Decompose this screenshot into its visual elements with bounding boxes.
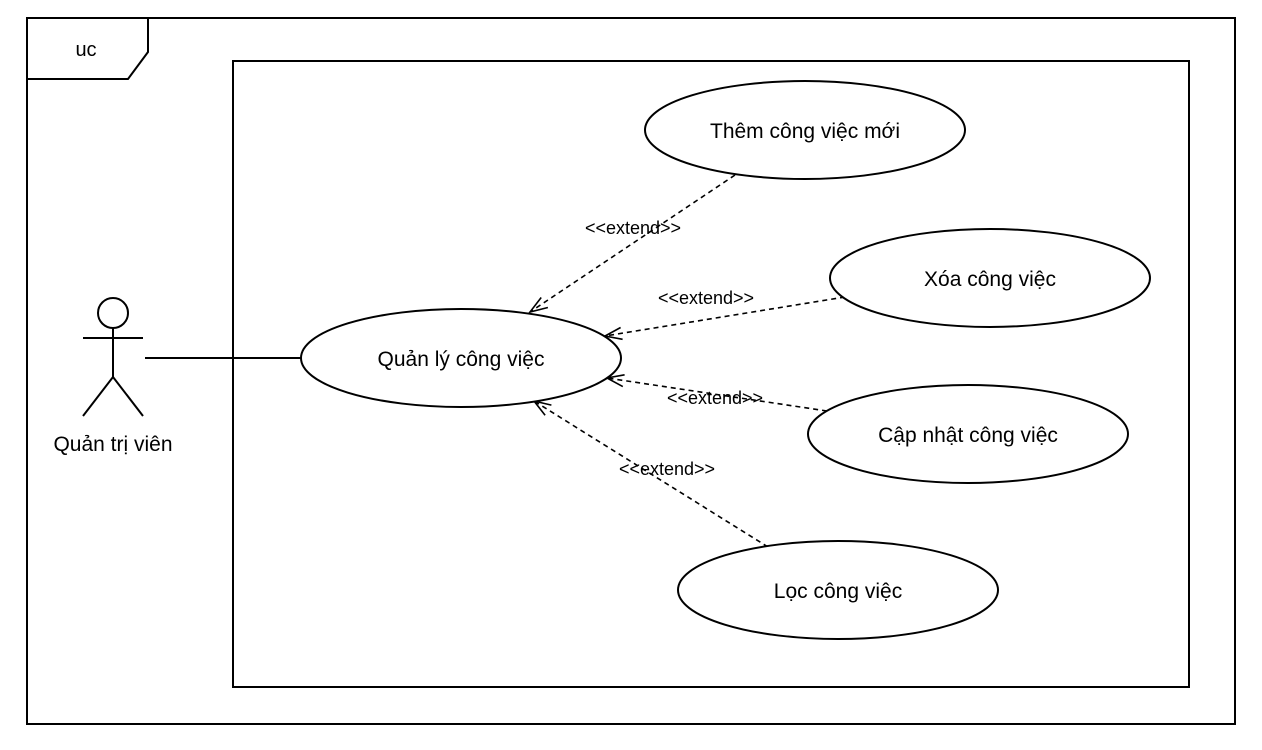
usecase-shape [677,540,999,640]
usecase-shape [807,384,1129,484]
extend-arrowhead [527,297,549,314]
frame-label: uc [75,39,96,61]
usecase-loc-cong-viec[interactable]: Lọc công việc [677,540,999,640]
usecase-cap-nhat-cong-viec[interactable]: Cập nhật công việc [807,384,1129,484]
actor-quan-tri-vien[interactable] [82,297,144,417]
usecase-label: Cập nhật công việc [878,424,1058,447]
extend-line [533,400,769,548]
stereotype-label: <<extend>> [585,218,681,238]
diagram-frame [26,17,1236,725]
usecase-shape [829,228,1151,328]
extend-arrowhead [531,399,552,416]
actor-head [97,297,129,329]
system-boundary [232,60,1190,688]
actor-right-leg [112,376,144,417]
usecase-label: Xóa công việc [924,268,1056,291]
actor-label: Quản trị viên [53,433,172,456]
actor-left-leg [82,376,114,417]
frame-label-tab [27,17,149,80]
stereotype-label: <<extend>> [658,288,754,308]
usecase-label: Lọc công việc [774,580,902,603]
extend-line [606,377,828,412]
usecase-them-cong-viec-moi[interactable]: Thêm công việc mới [644,80,966,180]
stereotype-label: <<extend>> [619,459,715,479]
usecase-quan-ly-cong-viec[interactable]: Quản lý công việc [300,308,622,408]
stereotype-label: <<extend>> [667,388,763,408]
usecase-xoa-cong-viec[interactable]: Xóa công việc [829,228,1151,328]
usecase-shape [300,308,622,408]
usecase-shape [644,80,966,180]
usecase-label: Quản lý công việc [378,348,545,371]
extend-relation-add [527,174,736,314]
usecase-label: Thêm công việc mới [710,120,900,143]
extend-line [604,296,846,337]
